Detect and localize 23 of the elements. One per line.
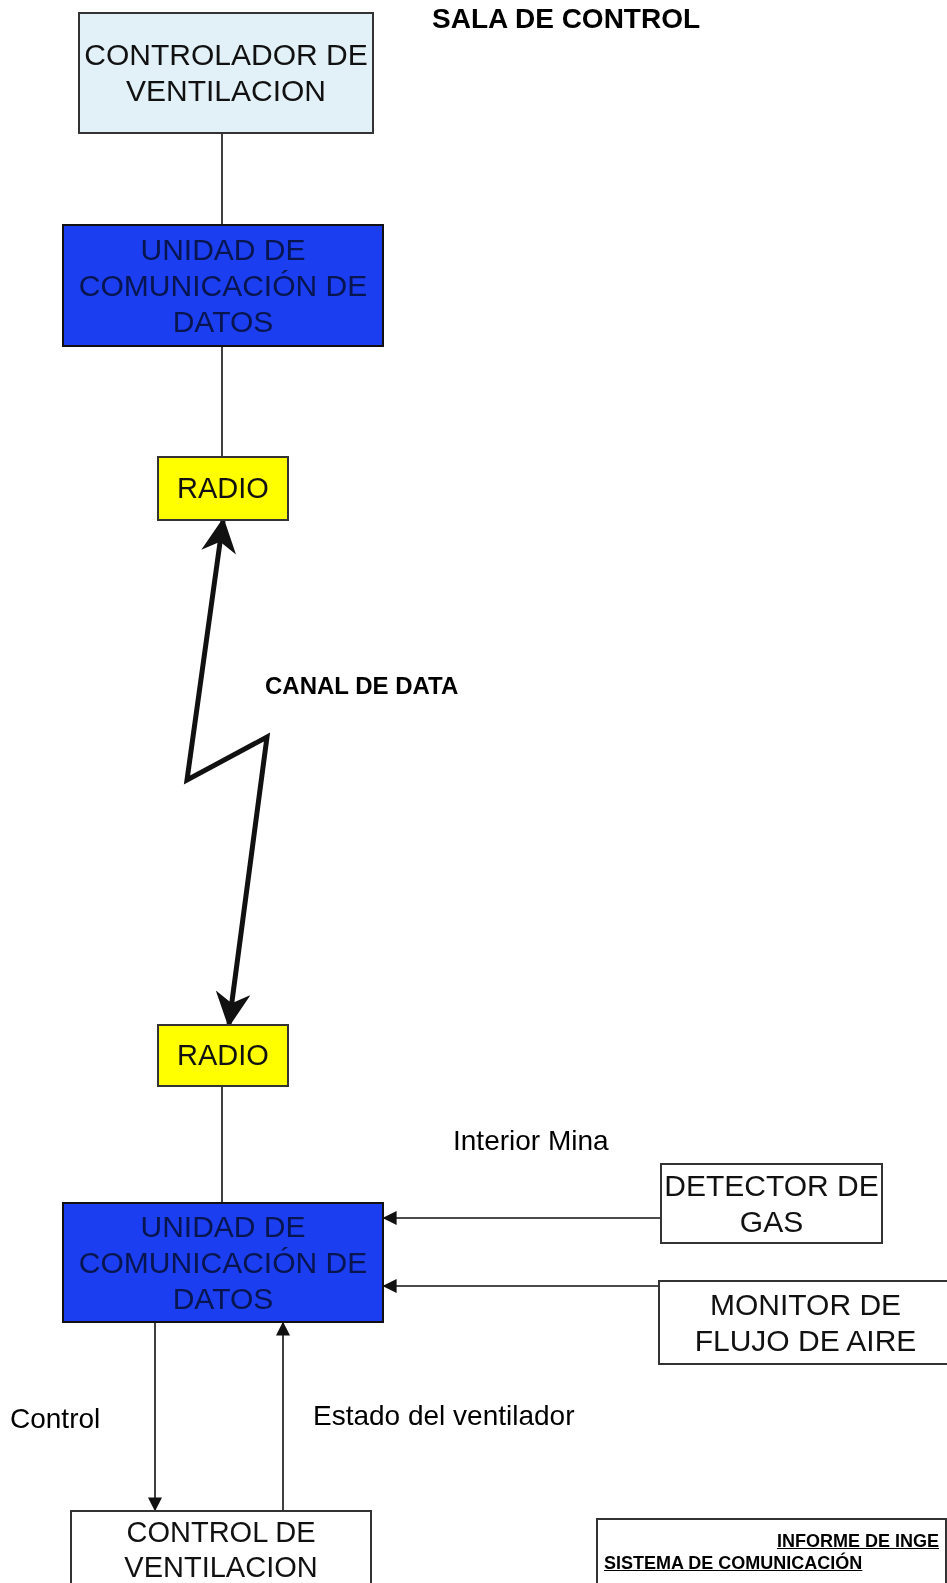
controller-box — [78, 12, 374, 134]
node-text: CONTROLADOR DE VENTILACION — [83, 37, 369, 109]
node-text: MONITOR DE FLUJO DE AIRE — [693, 1286, 918, 1359]
connector-line — [221, 346, 223, 457]
node-text: INFORME DE INGE — [776, 1531, 939, 1552]
connector-line — [221, 133, 223, 225]
radio-box — [157, 456, 289, 521]
node-text: RADIO — [177, 1038, 269, 1073]
node-text: DETECTOR DE GAS — [663, 1167, 880, 1240]
connector-line — [221, 1086, 223, 1203]
title-block — [596, 1518, 947, 1583]
arrow — [276, 1321, 290, 1511]
node-text: SISTEMA DE COMUNICACIÓN — [604, 1553, 864, 1575]
radio-box — [157, 1024, 289, 1087]
data-unit-box — [62, 1202, 384, 1323]
arrow — [148, 1322, 162, 1512]
ventilation-control-box — [70, 1510, 372, 1583]
node-text: UNIDAD DE COMUNICACIÓN DE DATOS — [77, 1208, 369, 1317]
node-text: CONTROL DE VENTILACION — [123, 1515, 319, 1583]
data-unit-box — [62, 224, 384, 347]
airflow-monitor-box — [658, 1280, 947, 1365]
node-text: UNIDAD DE COMUNICACIÓN DE DATOS — [77, 231, 369, 340]
node-text: RADIO — [177, 471, 269, 506]
